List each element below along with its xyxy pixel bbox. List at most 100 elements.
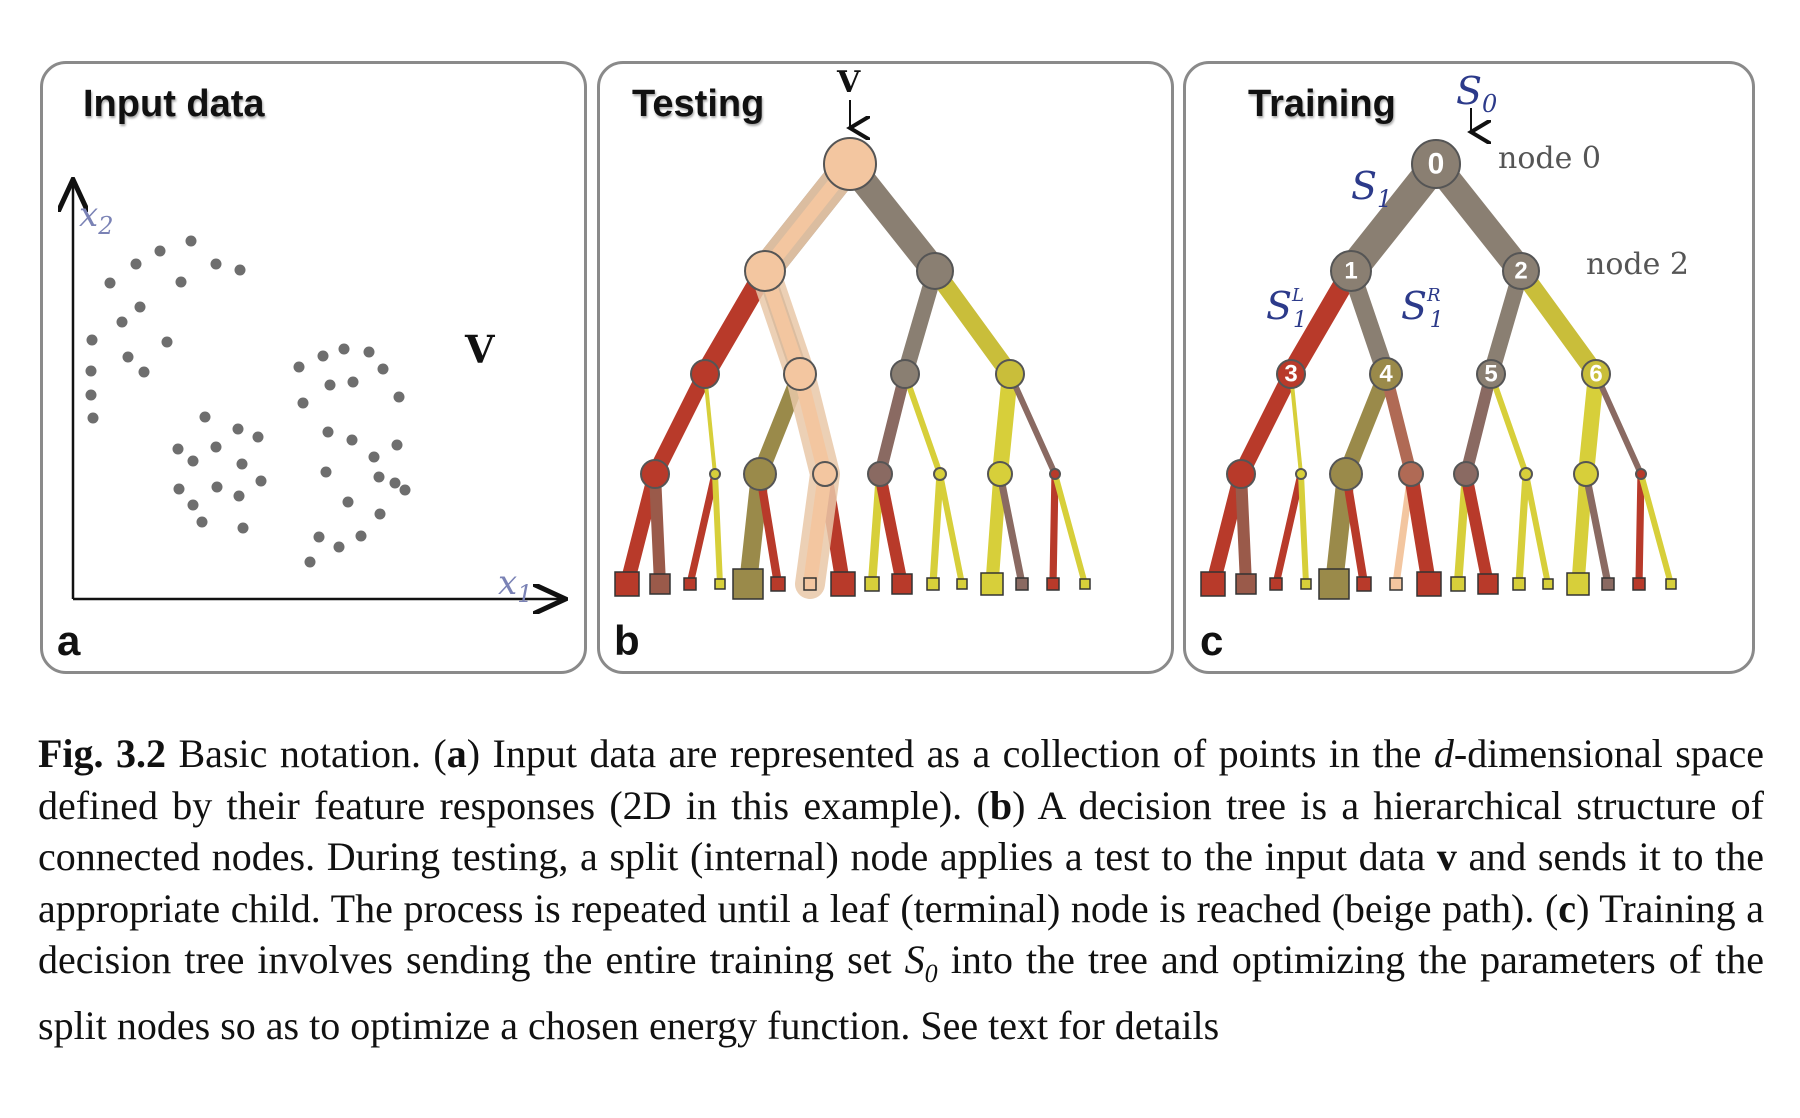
node-number-1: 1 [1344, 258, 1357, 285]
tree-branch [926, 262, 1019, 383]
split-node [987, 461, 1013, 487]
split-node [890, 359, 920, 389]
caption-text: ) Training a decision tree involves send… [38, 885, 1765, 983]
split-node [812, 461, 838, 487]
tree-branch [1325, 465, 1355, 593]
split-node [1502, 252, 1540, 290]
tree-branch [649, 468, 666, 590]
data-point [297, 397, 309, 409]
split-node [1295, 468, 1307, 480]
data-point [393, 391, 405, 403]
split-node [744, 250, 786, 292]
panel-letter-c: c [1200, 617, 1224, 664]
tree-branch [1593, 371, 1644, 477]
node-0-label: node 0 [1498, 141, 1601, 176]
panel-title-training: Training [1248, 83, 1396, 125]
input-point-label: V [464, 327, 496, 372]
leaf-node [803, 577, 817, 591]
tree-branch [996, 470, 1026, 588]
tree-branch [1272, 470, 1305, 588]
tree-branch [1512, 262, 1605, 383]
data-point [130, 258, 142, 270]
decision-tree [614, 137, 1091, 600]
data-point [175, 276, 187, 288]
data-point [85, 365, 97, 377]
data-point [210, 258, 222, 270]
tree-branch [992, 366, 1018, 482]
tree-branch [1571, 467, 1593, 591]
node-number-3: 3 [1284, 361, 1297, 388]
data-point [374, 508, 386, 520]
split-node [1453, 461, 1479, 487]
data-point [116, 316, 128, 328]
tree-branch [712, 471, 723, 587]
data-point [185, 235, 197, 247]
split-set-label: S1 [1351, 164, 1392, 213]
tree-branch [703, 372, 717, 476]
data-point [210, 441, 222, 453]
leaf-node [891, 573, 913, 595]
split-node [640, 459, 670, 489]
tree-branch [1635, 470, 1645, 588]
split-node [1330, 250, 1372, 292]
split-node [1226, 459, 1256, 489]
figure-caption: Fig. 3.2 Basic notation. (a) Input data … [38, 728, 1764, 1051]
data-point [187, 455, 199, 467]
panel-testing: V Testing b [597, 61, 1174, 674]
tree-branch [1298, 471, 1309, 587]
data-point [85, 389, 97, 401]
data-point [333, 541, 345, 553]
figure-label: Fig. 3.2 [38, 731, 167, 776]
tree-branch [1460, 468, 1494, 590]
split-node [1411, 139, 1461, 189]
split-node [709, 468, 721, 480]
panel-letter-b: b [614, 617, 640, 664]
leaf-node [1416, 571, 1442, 597]
data-point [322, 426, 334, 438]
split-node [690, 359, 720, 389]
data-point [293, 361, 305, 373]
tree-branch [985, 467, 1007, 591]
caption-math-d: d [1433, 731, 1454, 776]
tree-branch [1515, 470, 1530, 588]
tree-branch [1582, 470, 1612, 588]
data-points [85, 235, 411, 568]
panel-title-input-data: Input data [83, 83, 265, 125]
data-point [389, 477, 401, 489]
data-point [342, 496, 354, 508]
caption-math-v: v [1436, 834, 1457, 879]
data-point [317, 350, 329, 362]
split-node [823, 137, 877, 191]
data-point [211, 481, 223, 493]
leaf-node [1356, 576, 1372, 592]
data-point [122, 351, 134, 363]
panel-letter-a: a [57, 617, 81, 664]
split-node [1476, 359, 1506, 389]
leaf-node [1269, 577, 1283, 591]
data-point [304, 556, 316, 568]
data-point [391, 439, 403, 451]
panel-title-testing: Testing [632, 83, 765, 125]
data-point [234, 264, 246, 276]
data-point [138, 366, 150, 378]
data-point [86, 334, 98, 346]
data-point [134, 301, 146, 313]
node-2-label: node 2 [1586, 247, 1689, 282]
leaf-node [1389, 577, 1403, 591]
split-node [1329, 457, 1363, 491]
leaf-node [956, 578, 968, 590]
tree-branch [937, 471, 965, 587]
leaf-node [1015, 577, 1029, 591]
leaf-node [614, 571, 640, 597]
data-point [368, 451, 380, 463]
tree-branch [874, 468, 908, 590]
root-set-label: S0 [1456, 69, 1497, 118]
leaf-node [770, 576, 786, 592]
data-point [172, 443, 184, 455]
node-number-2: 2 [1514, 258, 1527, 285]
split-node [1519, 467, 1533, 481]
data-point [399, 484, 411, 496]
